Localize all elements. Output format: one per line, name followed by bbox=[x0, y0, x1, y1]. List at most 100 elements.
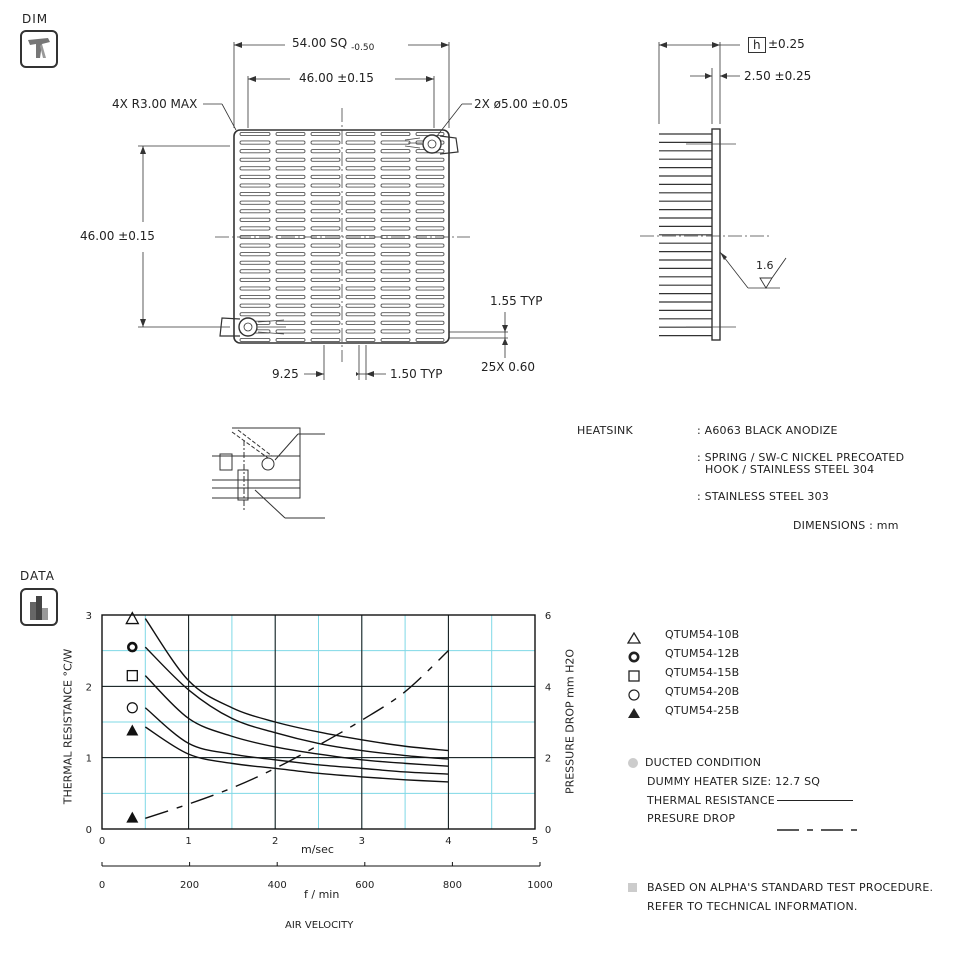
marker-triangle-filled bbox=[126, 811, 139, 823]
x-tick-label: 5 bbox=[532, 836, 538, 847]
fin-slot bbox=[380, 157, 411, 162]
marker-square-open bbox=[126, 669, 138, 682]
dim-section-label: DIM bbox=[22, 12, 49, 26]
fin-slot bbox=[275, 252, 306, 257]
fin-slot bbox=[310, 192, 341, 197]
footnote-line-2: REFER TO TECHNICAL INFORMATION. bbox=[647, 900, 858, 913]
height-tol: ±0.25 bbox=[768, 37, 805, 51]
fin-slot bbox=[345, 269, 376, 274]
legend-label-15b: QTUM54-15B bbox=[665, 666, 740, 679]
fin-slot bbox=[275, 337, 306, 343]
fin-slot bbox=[380, 183, 411, 188]
fin-slot bbox=[275, 131, 306, 137]
y2-tick-label: 4 bbox=[545, 682, 551, 693]
pitch-h-dim: 46.00 ±0.15 bbox=[299, 71, 374, 85]
legend-label-20b: QTUM54-20B bbox=[665, 685, 740, 698]
fin-slot bbox=[345, 312, 376, 317]
fin-slot bbox=[415, 200, 445, 205]
fin-slot bbox=[415, 286, 445, 291]
pressure-drop-line bbox=[145, 650, 449, 819]
fin-slot bbox=[415, 192, 445, 197]
fin-slot bbox=[345, 174, 376, 179]
series-line-qtum54-12b bbox=[144, 646, 449, 760]
fin-slot bbox=[345, 329, 376, 334]
x2-tick-label: 400 bbox=[268, 880, 287, 891]
fin-slot bbox=[310, 174, 341, 179]
fin-slot bbox=[415, 320, 445, 325]
fin-slot bbox=[415, 217, 445, 222]
fin-slot bbox=[275, 277, 306, 282]
x2-tick-label: 800 bbox=[443, 880, 462, 891]
fin-slot bbox=[239, 149, 271, 154]
fin-slot bbox=[310, 277, 341, 282]
fin-slot bbox=[239, 209, 271, 214]
fin-slot bbox=[239, 337, 271, 343]
legend-label-10b: QTUM54-10B bbox=[665, 628, 740, 641]
fin-slot bbox=[275, 209, 306, 214]
fin-slot bbox=[310, 217, 341, 222]
fin-slot bbox=[275, 166, 306, 171]
fin-slot bbox=[239, 277, 271, 282]
fin-slot bbox=[345, 303, 376, 308]
fin-slot bbox=[380, 209, 411, 214]
fin-slot bbox=[239, 131, 271, 137]
fin-slot bbox=[415, 157, 445, 162]
condition-title: DUCTED CONDITION bbox=[645, 756, 762, 769]
fin-slot bbox=[310, 200, 341, 205]
fin-count-dim: 25X 0.60 bbox=[481, 360, 536, 374]
fin-slot bbox=[310, 149, 341, 154]
fin-slot bbox=[380, 192, 411, 197]
y-tick-label: 0 bbox=[86, 825, 92, 836]
fin-slot bbox=[275, 200, 306, 205]
fin-slot bbox=[380, 166, 411, 171]
fin-slot bbox=[275, 217, 306, 222]
fin-slot bbox=[310, 269, 341, 274]
fin-slot bbox=[380, 140, 411, 145]
marker-circle-bold bbox=[127, 641, 138, 653]
fin-slot bbox=[415, 226, 445, 231]
x-tick-label: 3 bbox=[359, 836, 365, 847]
fin-slot bbox=[380, 243, 411, 248]
fin-slot bbox=[275, 226, 306, 231]
condition-pressure: PRESURE DROP bbox=[647, 812, 736, 825]
fin-slot bbox=[239, 217, 271, 222]
fin-slot bbox=[380, 226, 411, 231]
fin-slot bbox=[380, 312, 411, 317]
fin-slot bbox=[239, 260, 271, 265]
fin-slot bbox=[239, 295, 271, 300]
fin-slot bbox=[239, 269, 271, 274]
fin-slot bbox=[310, 131, 341, 137]
fin-slot bbox=[310, 157, 341, 162]
roughness-value: 1.6 bbox=[756, 259, 774, 272]
x-tick-label: 0 bbox=[99, 836, 105, 847]
clip-detail bbox=[212, 427, 325, 519]
fin-slot bbox=[415, 329, 445, 334]
bar-chart-icon bbox=[20, 588, 58, 626]
fin-slot bbox=[239, 200, 271, 205]
legend-label-12b: QTUM54-12B bbox=[665, 647, 740, 660]
material-hook: HOOK / STAINLESS STEEL 304 bbox=[705, 463, 875, 476]
fin-slot bbox=[415, 312, 445, 317]
fin-slot bbox=[310, 312, 341, 317]
fin-slot bbox=[239, 166, 271, 171]
fin-slot bbox=[415, 183, 445, 188]
fin-slot bbox=[415, 337, 445, 343]
fin-thk-dim: 1.55 TYP bbox=[490, 294, 543, 308]
fin-slot bbox=[345, 226, 376, 231]
fin-slot bbox=[345, 209, 376, 214]
condition-bullet-icon bbox=[628, 758, 638, 768]
fin-slot bbox=[345, 149, 376, 154]
x-axis-title: AIR VELOCITY bbox=[285, 920, 354, 931]
fin-slot bbox=[415, 295, 445, 300]
y-tick-label: 1 bbox=[86, 754, 92, 765]
fin-slot bbox=[239, 243, 271, 248]
fin-slot bbox=[345, 320, 376, 325]
series-line-qtum54-20b bbox=[144, 707, 449, 775]
fin-slot bbox=[380, 286, 411, 291]
fin-slot bbox=[415, 243, 445, 248]
y2-tick-label: 6 bbox=[545, 611, 551, 622]
overall-dim: 54.00 SQ -0.50 bbox=[292, 36, 375, 53]
fin-slot bbox=[275, 320, 306, 325]
side-fins bbox=[659, 133, 712, 337]
